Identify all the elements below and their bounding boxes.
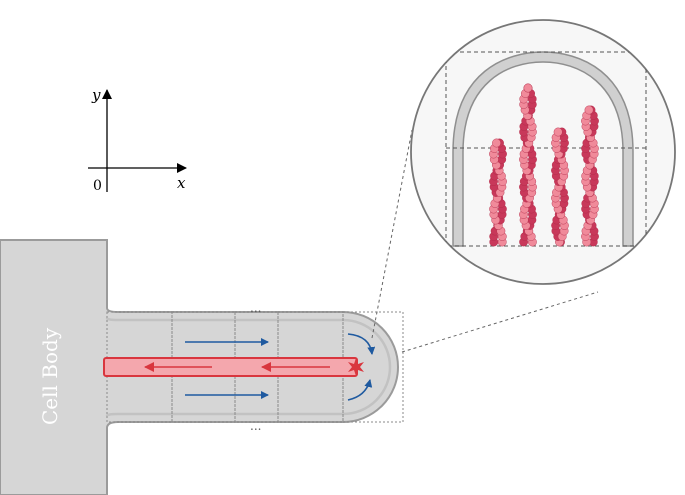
y-axis-label: y <box>91 86 101 104</box>
filopodium-inner-membrane <box>105 317 392 417</box>
zoom-inset <box>410 19 676 285</box>
actin-monomer <box>584 105 594 115</box>
flow-arrows <box>185 333 376 401</box>
cell-body-label: Cell Body <box>38 327 62 425</box>
actin-filaments <box>489 83 599 247</box>
x-axis-label: x <box>177 174 186 192</box>
polymerization-star-icon <box>348 358 364 376</box>
zoom-guide-lower <box>401 291 599 353</box>
ellipsis-top: ... <box>250 301 261 315</box>
coordinate-axes: y x 0 <box>88 86 187 194</box>
ellipsis-bottom: ... <box>250 419 261 433</box>
origin-label: 0 <box>93 178 102 194</box>
flow-arrow-tip-bottom <box>347 379 373 401</box>
zoom-box-full <box>445 51 647 247</box>
zoom-guide-upper <box>371 129 413 339</box>
actin-monomer <box>523 83 533 93</box>
actin-monomer <box>492 138 501 148</box>
actin-monomer <box>553 127 563 137</box>
flow-arrow-tip-top <box>347 333 376 355</box>
